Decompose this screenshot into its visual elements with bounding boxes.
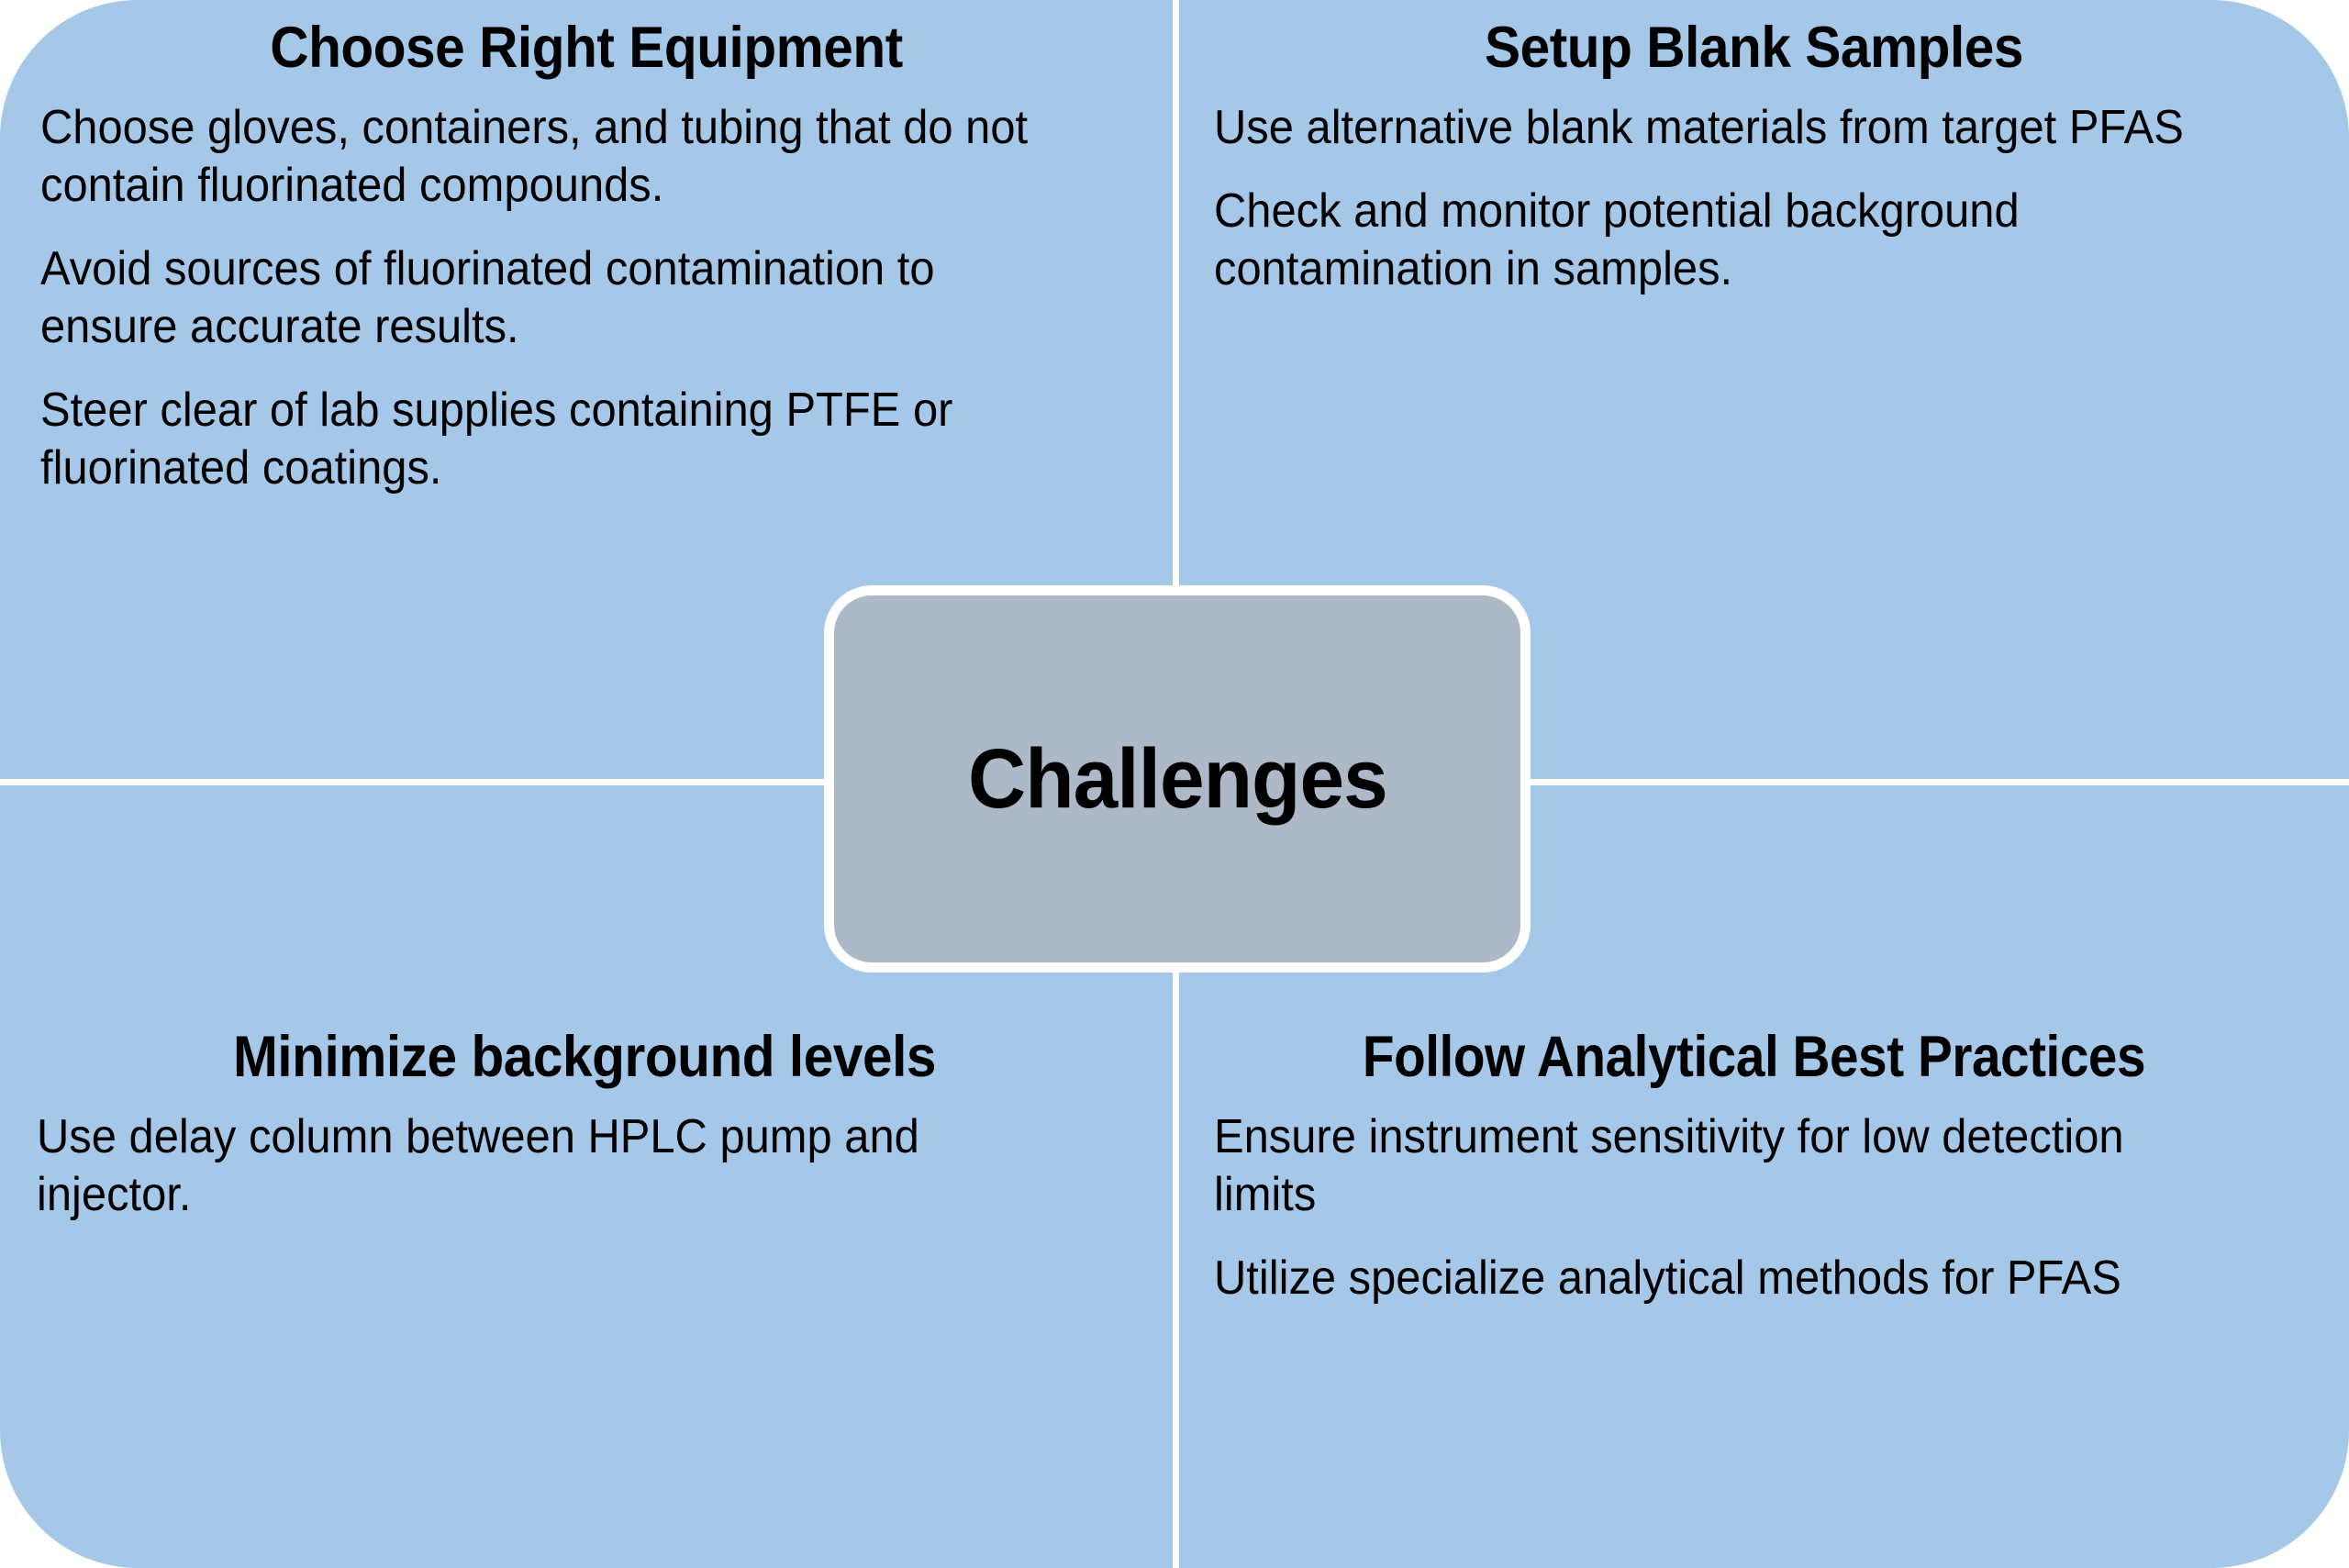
quadrant-setup-blank-samples: Setup Blank Samples Use alternative blan… [1179,0,2349,779]
quadrant-heading: Choose Right Equipment [270,16,903,80]
quadrant-body-list: Use alternative blank materials from tar… [1214,99,2294,298]
quadrant-body-item: Avoid sources of fluorinated contaminati… [40,241,935,353]
quadrant-body-item: Use alternative blank materials from tar… [1214,101,2184,155]
quadrant-body-item: Steer clear of lab supplies containing P… [40,383,953,495]
quadrant-body-item: Ensure instrument sensitivity for low de… [1214,1110,2124,1221]
quadrant-body-item: Utilize specialize analytical methods fo… [1214,1251,2121,1305]
quadrant-body-list: Choose gloves, containers, and tubing th… [40,99,1132,496]
quadrant-body-item: Choose gloves, containers, and tubing th… [40,101,1029,212]
quadrant-follow-analytical-best-practices: Follow Analytical Best Practices Ensure … [1179,785,2349,1568]
quadrant-minimize-background-levels: Minimize background levels Use delay col… [0,785,1173,1568]
quadrant-heading: Setup Blank Samples [1484,16,2024,80]
center-node-challenges: Challenges [824,585,1531,973]
quadrant-heading: Follow Analytical Best Practices [1362,1025,2146,1089]
center-node-label: Challenges [967,731,1388,826]
quadrant-body-list: Use delay column between HPLC pump and i… [37,1108,1132,1224]
quadrant-body-item: Check and monitor potential background c… [1214,183,2020,295]
quadrant-body-list: Ensure instrument sensitivity for low de… [1214,1108,2294,1307]
quadrant-body-item: Use delay column between HPLC pump and i… [37,1110,919,1221]
quadrant-choose-right-equipment: Choose Right Equipment Choose gloves, co… [0,0,1173,779]
quadrant-heading: Minimize background levels [232,1025,937,1089]
